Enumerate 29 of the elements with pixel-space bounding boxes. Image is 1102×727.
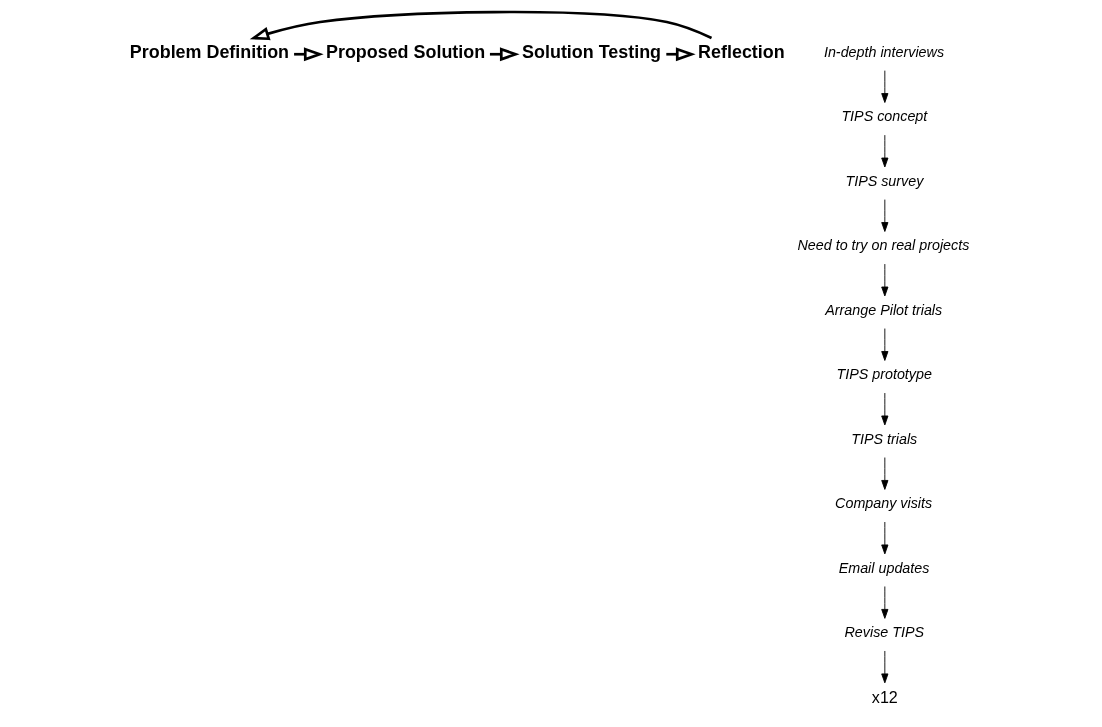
node-text: x12	[871, 688, 898, 706]
arrow	[489, 47, 520, 62]
arrow	[881, 457, 889, 490]
arrow	[294, 47, 324, 62]
arrow	[881, 650, 889, 684]
arrow	[881, 263, 889, 297]
node-text: Email updates	[838, 559, 930, 576]
node-text: TIPS concept	[841, 108, 928, 125]
arrow	[881, 521, 889, 555]
arrow	[666, 47, 696, 62]
node-text: Revise TIPS	[844, 624, 925, 641]
arrow	[881, 392, 889, 426]
node-text: Reflection	[698, 41, 785, 62]
node-text: Need to try on real projects	[797, 237, 970, 254]
node-text: TIPS trials	[851, 430, 918, 447]
node-text: In-depth interviews	[823, 43, 945, 60]
node-text: Problem Definition	[129, 41, 290, 62]
arrow	[881, 586, 889, 619]
arrow	[881, 134, 889, 168]
node-text: TIPS survey	[845, 172, 924, 189]
node-text: Solution Testing	[522, 41, 662, 62]
arrow	[249, 10, 713, 41]
arrow	[881, 328, 889, 361]
node-text: TIPS prototype	[836, 366, 932, 383]
arrow	[881, 70, 889, 103]
node-text: Company visits	[835, 495, 933, 512]
arrow	[881, 199, 889, 232]
node-text: Proposed Solution	[325, 41, 486, 62]
node-text: Arrange Pilot trials	[825, 301, 943, 318]
